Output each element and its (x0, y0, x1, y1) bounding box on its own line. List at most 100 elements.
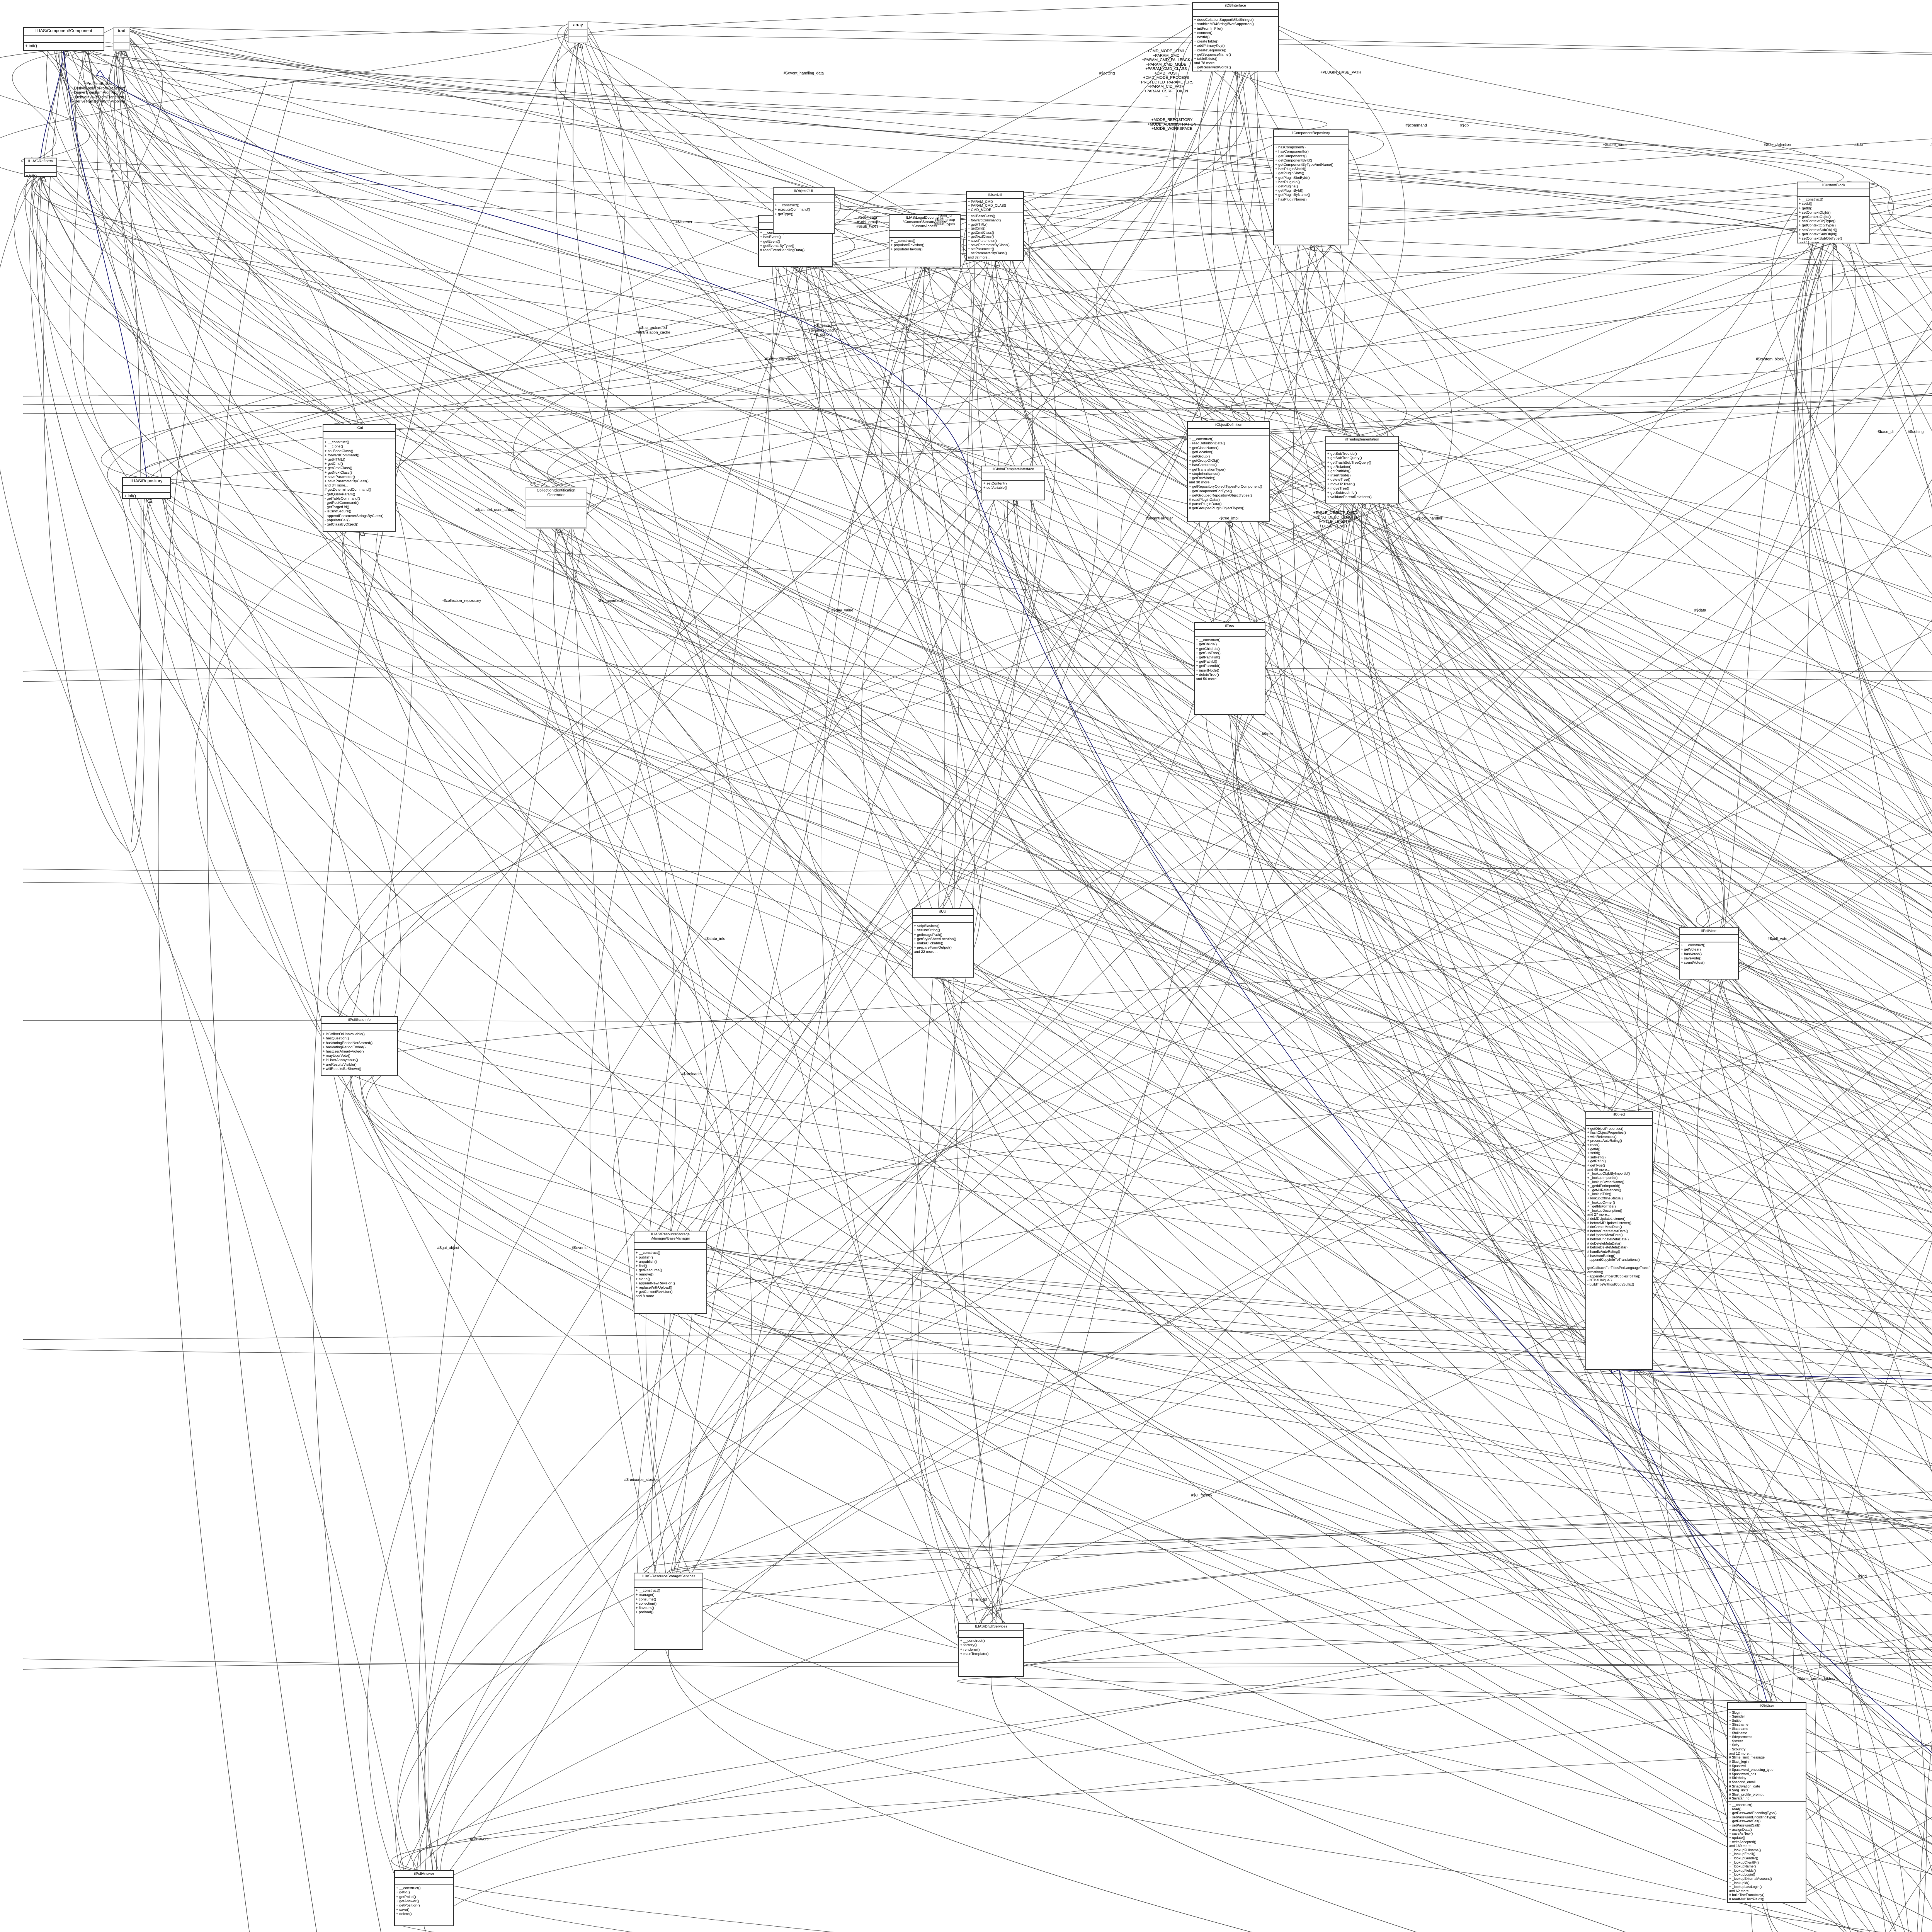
class-node-attributes (1188, 429, 1269, 437)
class-node-ilobjectdefinition[interactable]: ilObjectDefinition+ __construct() + read… (1187, 421, 1270, 522)
class-node-attributes (526, 500, 586, 507)
edge-curve (1012, 191, 1617, 1370)
class-node-streamaccess[interactable]: ILIAS\LegalDocuments \Consumer\StreamAcc… (889, 214, 961, 267)
edge-curve (1922, 1467, 1932, 1932)
edge-curve (1721, 243, 1823, 928)
edge-curve (986, 1622, 1932, 1660)
edge-curve (1172, 2, 1749, 1903)
edge-curve (97, 51, 362, 1017)
edge-curve (1206, 714, 1932, 1283)
edge-curve (1796, 181, 1932, 825)
edge-curve (1219, 421, 1932, 1141)
class-node-ilpollvoting[interactable]: ilPollVote + __construct() + getVotes() +… (1679, 927, 1739, 980)
class-node-basemanager[interactable]: ILIAS\ResourceStorage \Manager\BaseManag… (634, 1231, 707, 1314)
class-node-attributes (634, 1243, 706, 1250)
class-node-ilresourcestorage[interactable]: ILIAS\ResourceStorage\Services+ __constr… (634, 1573, 703, 1650)
edge-curve (1801, 243, 1932, 655)
class-node-operations: + __construct() + read() + getPasswordEn… (1729, 1803, 1777, 1902)
edge-curve (687, 975, 1932, 1650)
edge-curve (23, 666, 1932, 672)
edge-curve (47, 51, 1724, 928)
aggregation-diamond-marker (146, 498, 153, 503)
edge-curve (992, 191, 1932, 968)
edge-curve (145, 270, 1932, 478)
edge-curve (1030, 465, 1932, 699)
edge-curve (513, 71, 1245, 487)
edge-label: -$base_dir (1876, 430, 1895, 434)
edge-curve (1724, 243, 1837, 928)
class-node-ilctrl[interactable]: ilCtrl+ __construct() + __clone() + call… (323, 424, 396, 532)
class-node-ilobjecttree[interactable]: ilTree+ __construct() + getChilds() + ge… (1194, 622, 1265, 715)
class-node-ilcomponentrepository[interactable]: ilComponentRepository+ hasComponent() + … (1273, 129, 1349, 245)
class-node-ilcustomblock[interactable]: ilCustomBlock+ __construct() + setId() +… (1797, 182, 1870, 243)
edge-curve (933, 908, 1633, 1370)
edge-label: +CMD_MODE_HTML +PARAM_CMD +PARAM_CMD_FAL… (1139, 49, 1194, 98)
edge-curve (553, 43, 905, 214)
class-node-attributes (1195, 630, 1265, 638)
class-node-attributes (913, 916, 973, 923)
class-node-collectionidgen[interactable]: CollectionIdentification Generator (526, 487, 587, 529)
class-node-ildbinterface[interactable]: ilDBInterface+ doesCollationSupportMB4St… (1192, 2, 1279, 71)
edge-label: #$db (1460, 123, 1469, 128)
edge-curve (885, 908, 1624, 1370)
edge-curve (362, 1016, 1932, 1722)
class-node-ilpollanswer[interactable]: ilPollAnswer+ __construct() + getId() + … (394, 1870, 454, 1926)
class-node-iluserutil2[interactable]: ilUtil+ stripSlashes() + secureString() … (912, 908, 974, 978)
edge-curve (367, 1016, 1932, 1747)
edge-curve (880, 267, 1870, 1932)
class-node-title: ILIAS\Component\Component (24, 28, 104, 36)
edge-curve (1030, 500, 1932, 1063)
edge-curve (1749, 1647, 1932, 1702)
class-node-title: ilObjectGUI (774, 188, 834, 196)
class-node-ilias_repository[interactable]: ILIAS\Repository+ init() (122, 477, 171, 499)
class-node-ilias_component[interactable]: ILIAS\Component\Component+ init() (23, 27, 104, 51)
edge-curve (381, 1016, 1932, 1297)
edge-curve (342, 1076, 1932, 1711)
edge-curve (1793, 1835, 1932, 1903)
edge-curve (61, 27, 1205, 715)
class-node-attributes (774, 195, 834, 203)
edge-curve (1710, 927, 1932, 1094)
class-node-ilias_refinery[interactable]: ILIAS\Refinery+ init() (24, 158, 57, 177)
aggregation-diamond-marker (1310, 245, 1315, 252)
edge-label: #$resource_storage (624, 1478, 659, 1482)
edge-curve (359, 531, 1932, 1876)
aggregation-diamond-marker (555, 528, 562, 534)
aggregation-diamond-marker (1832, 243, 1837, 251)
class-node-operations: + __construct() + getVotes() + hasVoted(… (1681, 943, 1706, 965)
class-node-iltreeimplementation[interactable]: ilTreeImplementation+ getSubTreeIds() + … (1325, 436, 1399, 503)
edge-curve (1204, 421, 1932, 622)
class-node-iluiservice[interactable]: ILIAS\DI\UIServices+ __construct() + fac… (958, 1623, 1024, 1677)
class-node-title: ilPollVote (1680, 928, 1738, 935)
edge-curve (1021, 383, 1932, 466)
class-node-array_node[interactable]: array (568, 21, 588, 43)
class-node-operations: + stripSlashes() + secureString() + getI… (914, 924, 956, 954)
edge-curve (410, 1870, 834, 1932)
edge-curve (930, 977, 1633, 1111)
edge-curve (23, 866, 1932, 872)
edge-curve (1250, 71, 1932, 175)
class-node-ilobject[interactable]: ilObject+ getObjectProperties() + flushO… (1585, 1111, 1653, 1370)
edge-curve (12, 51, 70, 158)
edge-curve (44, 157, 1600, 1370)
aggregation-diamond-marker (1228, 521, 1233, 528)
edge-curve (1280, 129, 1932, 1153)
edge-curve (54, 51, 1794, 1702)
class-node-ilobjuser[interactable]: ilObjUser+ $login + $gender + $utitle + … (1727, 1702, 1806, 1903)
edge-curve (43, 69, 145, 852)
edge-curve (1851, 1905, 1932, 1932)
class-node-ilobjuser_top[interactable]: ilUserUtil+ PARAM_CMD + PARAM_CMD_CLASS … (966, 191, 1024, 261)
edge-label: #$tree (1930, 143, 1932, 147)
class-node-ilobjectgui[interactable]: ilObjectGUI+ __construct() + executeComm… (773, 187, 835, 234)
class-node-ilpollstateinfo[interactable]: ilPollStateInfo+ isOfflineOrUnavailable(… (321, 1016, 398, 1076)
edge-curve (908, 214, 1932, 918)
class-node-title: ilCtrl (323, 425, 395, 432)
class-node-trait1[interactable]: trait (113, 27, 130, 51)
edge-curve (669, 1511, 1932, 1573)
edge-label: -$lock_handler (1417, 516, 1442, 521)
class-node-attributes (1193, 10, 1278, 17)
class-node-ilglobaltemplateinterface[interactable]: ilGlobalTemplateInterface+ setContent() … (981, 466, 1045, 500)
edge-curve (1828, 181, 1932, 509)
edge-curve (966, 1515, 1932, 1623)
edge-curve (583, 43, 917, 214)
